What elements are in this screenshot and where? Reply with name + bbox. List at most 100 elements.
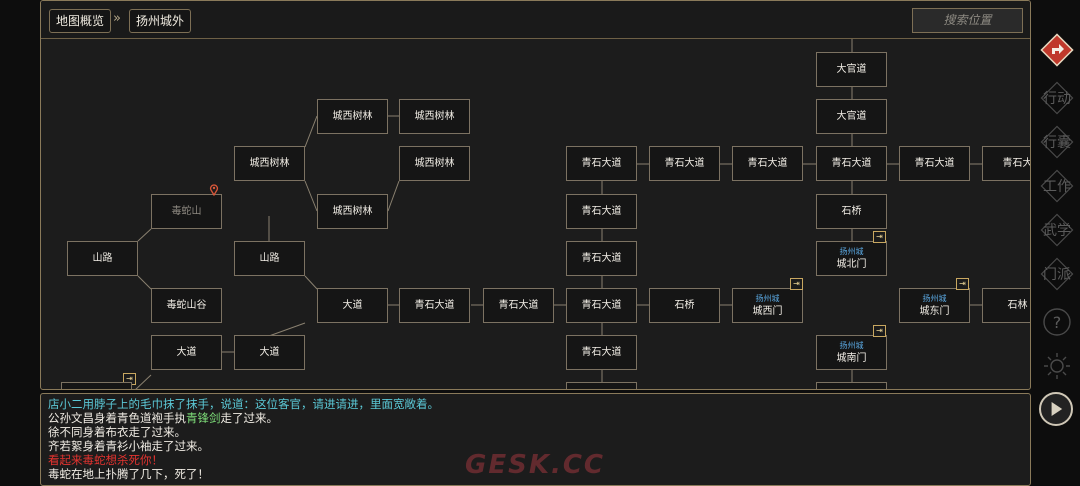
sect-menu-button[interactable]: 门派 <box>1039 256 1075 292</box>
node-label: 青石大道 <box>664 158 705 169</box>
node-label: 大官道 <box>836 64 867 75</box>
node-label: 青石大 <box>1002 158 1031 169</box>
map-node-stone-bridge-1[interactable]: 石桥 <box>649 288 720 323</box>
map-node-west-gate[interactable]: 扬州城 城西门 <box>732 288 803 323</box>
exit-icon[interactable]: ⇥ <box>956 278 969 290</box>
node-label: 城西门 <box>752 306 783 317</box>
map-canvas[interactable]: 大官道 大官道 城西树林 城西树林 城西树林 城西树林 城西树林 毒蛇山 山路 … <box>41 39 1030 389</box>
log-text: 走了过来。 <box>220 411 279 425</box>
map-node-stone-road-13[interactable] <box>566 382 637 389</box>
node-label: 大官道 <box>836 111 867 122</box>
city-label: 扬州城 <box>839 247 864 256</box>
map-node-stone-road-1[interactable]: 青石大道 <box>399 288 470 323</box>
node-label: 青石大道 <box>581 300 622 311</box>
map-connections <box>135 39 982 389</box>
map-node-grand-road-2[interactable]: 大官道 <box>816 99 887 134</box>
map-node-west-forest-2[interactable]: 城西树林 <box>399 99 470 134</box>
node-label: 城西树林 <box>332 206 373 217</box>
map-node-west-forest-3[interactable]: 城西树林 <box>234 146 305 181</box>
node-label: 青石大道 <box>581 347 622 358</box>
exit-icon[interactable]: ⇥ <box>790 278 803 290</box>
martial-arts-menu-button[interactable]: 武学 <box>1039 212 1075 248</box>
node-label: 石桥 <box>674 300 695 311</box>
node-label: 大道 <box>259 347 280 358</box>
bag-menu-button[interactable]: 行囊 <box>1039 124 1075 160</box>
log-line-2: 公孙文昌身着青色道袍手执青锋剑走了过来。 <box>48 411 278 425</box>
log-line-6: 毒蛇在地上扑腾了几下，死了！ <box>48 467 209 481</box>
continue-play-button[interactable] <box>1039 392 1073 426</box>
map-node-offscreen[interactable] <box>816 382 887 389</box>
map-node-snake-mountain[interactable]: 毒蛇山 <box>151 194 222 229</box>
action-menu-button[interactable]: 行动 <box>1039 80 1075 116</box>
map-node-stone-road-7[interactable]: 青石大道 <box>816 146 887 181</box>
node-label: 城西树林 <box>332 111 373 122</box>
map-node-west-forest-1[interactable]: 城西树林 <box>317 99 388 134</box>
side-label: 门派 <box>1043 267 1071 283</box>
map-node-stone-road-11[interactable]: 青石大道 <box>566 241 637 276</box>
settings-button[interactable] <box>1039 348 1075 384</box>
node-label: 青石大道 <box>831 158 872 169</box>
node-label: 山路 <box>259 253 280 264</box>
play-icon <box>1051 401 1063 417</box>
breadcrumb-current-area[interactable]: 扬州城外 <box>129 9 192 33</box>
map-node-stone-road-2[interactable]: 青石大道 <box>483 288 554 323</box>
map-node-stone-road-3[interactable]: 青石大道 <box>566 288 637 323</box>
node-label: 毒蛇山谷 <box>166 300 207 311</box>
node-label: 毒蛇山 <box>171 206 202 217</box>
node-label: 青石大道 <box>581 253 622 264</box>
map-node-west-forest-4[interactable]: 城西树林 <box>399 146 470 181</box>
map-node-west-forest-5[interactable]: 城西树林 <box>317 194 388 229</box>
map-node-mountain-path-2[interactable]: 山路 <box>234 241 305 276</box>
exit-icon[interactable]: ⇥ <box>873 325 886 337</box>
map-node-stone-road-8[interactable]: 青石大道 <box>899 146 970 181</box>
breadcrumb-separator-icon: » <box>113 11 121 26</box>
map-node-snake-valley[interactable]: 毒蛇山谷 <box>151 288 222 323</box>
node-label: 城西树林 <box>249 158 290 169</box>
help-button[interactable]: ? <box>1039 304 1075 340</box>
map-node-stone-road-4[interactable]: 青石大道 <box>566 146 637 181</box>
node-label: 城西树林 <box>414 158 455 169</box>
log-line-3: 徐不同身着布衣走了过来。 <box>48 425 186 439</box>
breadcrumb-map-overview[interactable]: 地图概览 <box>49 9 112 33</box>
arrow-icon <box>1052 44 1064 54</box>
log-line-5: 看起来毒蛇想杀死你！ <box>48 453 163 467</box>
message-log: 店小二用脖子上的毛巾抹了抹手，说道：这位客官，请进请进，里面宽敞着。 公孙文昌身… <box>40 393 1031 486</box>
node-label: 青石大道 <box>747 158 788 169</box>
map-node-north-gate[interactable]: 扬州城 城北门 <box>816 241 887 276</box>
map-node-stone-road-9[interactable]: 青石大 <box>982 146 1030 181</box>
city-label: 扬州城 <box>755 294 780 303</box>
node-label: 城北门 <box>836 259 867 270</box>
node-label: 大道 <box>342 300 363 311</box>
map-node-stone-bridge-2[interactable]: 石桥 <box>816 194 887 229</box>
map-node-main-road-3[interactable]: 大道 <box>234 335 305 370</box>
watermark-logo: GESK.CC <box>465 450 606 480</box>
map-node-stone-road-10[interactable]: 青石大道 <box>566 194 637 229</box>
node-label: 山路 <box>92 253 113 264</box>
map-node-south-gate[interactable]: 扬州城 城南门 <box>816 335 887 370</box>
map-node-stone-road-12[interactable]: 青石大道 <box>566 335 637 370</box>
log-line-4: 齐若絮身着青衫小袖走了过来。 <box>48 439 209 453</box>
node-label: 城东门 <box>919 306 950 317</box>
node-label: 大道 <box>176 347 197 358</box>
exit-icon[interactable]: ⇥ <box>873 231 886 243</box>
map-node-stone-road-6[interactable]: 青石大道 <box>732 146 803 181</box>
side-label: 工作 <box>1043 179 1071 195</box>
map-node-stone-road-5[interactable]: 青石大道 <box>649 146 720 181</box>
location-search-input[interactable]: 搜索位置 <box>912 8 1023 33</box>
map-nav-button[interactable] <box>1039 32 1075 68</box>
location-pin-icon <box>209 184 219 196</box>
map-node-grand-road-1[interactable]: 大官道 <box>816 52 887 87</box>
work-menu-button[interactable]: 工作 <box>1039 168 1075 204</box>
side-label: 行动 <box>1043 91 1071 107</box>
map-node-stone-forest[interactable]: 石林 <box>982 288 1030 323</box>
map-node-east-gate[interactable]: 扬州城 城东门 <box>899 288 970 323</box>
map-node-offscreen-left[interactable] <box>61 382 132 389</box>
gear-icon <box>1044 353 1070 379</box>
map-node-mountain-path-1[interactable]: 山路 <box>67 241 138 276</box>
map-node-main-road-1[interactable]: 大道 <box>317 288 388 323</box>
node-label: 城西树林 <box>414 111 455 122</box>
node-label: 青石大道 <box>414 300 455 311</box>
log-text: 公孙文昌身着青色道袍手执 <box>48 411 186 425</box>
item-name-link[interactable]: 青锋剑 <box>186 411 221 425</box>
map-node-main-road-2[interactable]: 大道 <box>151 335 222 370</box>
